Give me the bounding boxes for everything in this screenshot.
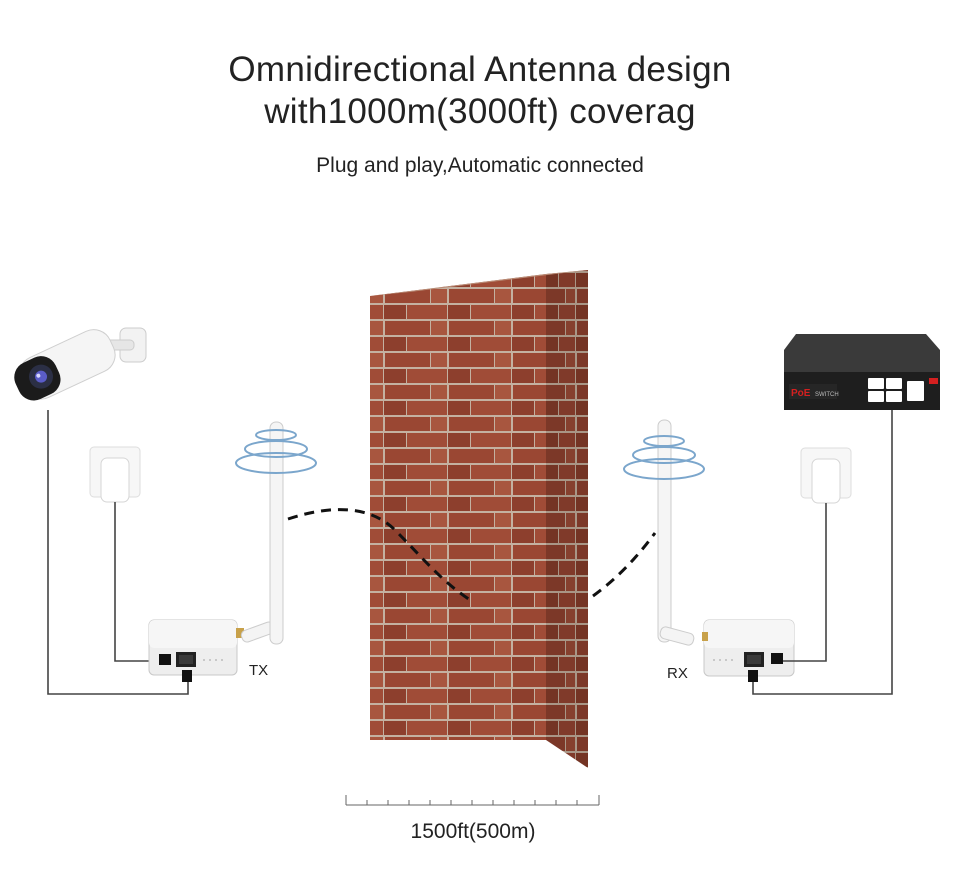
distance-ruler [345, 795, 600, 806]
switch-text: SWITCH [815, 392, 839, 398]
power-adapter-icon [800, 447, 852, 504]
wire-rx [752, 410, 893, 695]
rx-label: RX [667, 665, 688, 682]
power-adapter-icon [89, 446, 141, 503]
antenna-icon [240, 421, 284, 645]
brick-wall-icon [370, 270, 588, 768]
title-line-1: Omnidirectional Antenna design [228, 50, 732, 89]
signal-waves-icon [235, 429, 317, 474]
wireless-link [287, 508, 657, 602]
antenna-icon [657, 419, 695, 646]
wire-tx [47, 410, 189, 695]
tx-label: TX [249, 662, 269, 679]
subtitle: Plug and play,Automatic connected [316, 154, 644, 177]
camera-icon [14, 327, 147, 401]
poe-switch-icon: PoE SWITCH [784, 334, 940, 410]
signal-waves-icon [623, 435, 705, 480]
title-line-2: with1000m(3000ft) coverag [264, 92, 696, 131]
distance-label: 1500ft(500m) [410, 820, 536, 843]
switch-brand: PoE [791, 388, 811, 399]
receiver-icon [702, 619, 795, 682]
transmitter-icon [148, 619, 244, 682]
